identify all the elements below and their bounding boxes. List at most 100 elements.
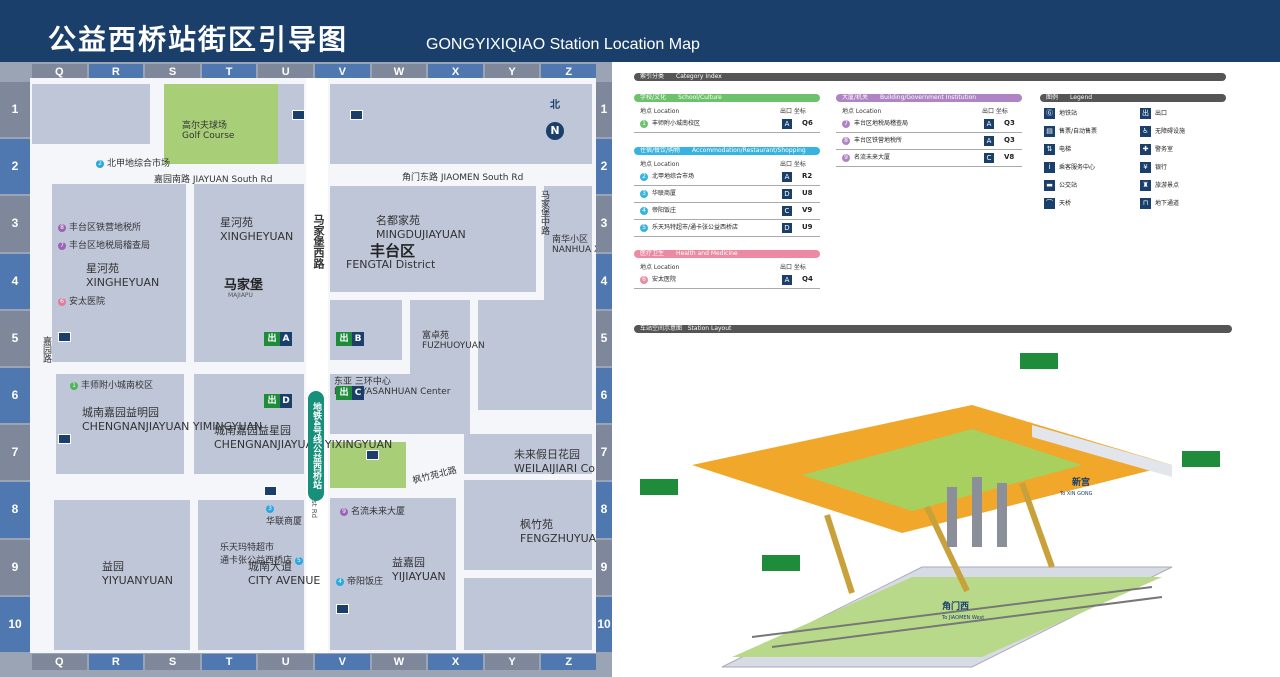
ticket-icon: ▤ (1044, 126, 1055, 137)
row-label: 3 (596, 196, 612, 252)
column-label: X (428, 64, 483, 80)
legend-item: Ⓖ 地铁站 (1044, 108, 1077, 119)
column-label: Q (32, 64, 87, 80)
exit-letter: A (782, 275, 792, 285)
column-label: T (201, 654, 257, 670)
place-name: 华联商厦 (652, 190, 677, 197)
row-label: 2 (596, 139, 612, 195)
index-number: 8 (842, 137, 850, 145)
exit-letter: A (782, 119, 792, 129)
stairway (924, 505, 970, 593)
bus-icon: ▬ (1044, 180, 1055, 191)
block-chengnan-xing (194, 374, 304, 474)
title-chinese: 公益西桥站街区引导图 (48, 23, 349, 56)
grid-ref: Q3 (1004, 119, 1015, 127)
bus-stop-icon (350, 110, 363, 120)
block-u1 (278, 84, 304, 164)
grid-ref: Q3 (1004, 136, 1015, 144)
legend-label: 天桥 (1059, 200, 1072, 207)
jiayuan-rd-label: 嘉园路 (41, 336, 51, 363)
legend-item: ▬公交站 (1044, 180, 1077, 191)
district-label: 丰台区 (370, 242, 416, 260)
row-label: 6 (0, 368, 30, 424)
service-icon: i (1044, 162, 1055, 173)
column-label: R (88, 654, 144, 670)
row-label: 10 (596, 596, 612, 652)
block-v5 (330, 300, 402, 360)
index-number: 4 (640, 207, 648, 215)
title-english: GONGYIXIQIAO Station Location Map (426, 36, 700, 53)
column-label: T (201, 64, 257, 80)
column-headers: 地点 Location (640, 161, 680, 168)
legend-item: ✚警务室 (1140, 144, 1173, 155)
exit-grid-headers: 出口 坐标 (780, 264, 806, 271)
exit-grid-headers: 出口 坐标 (780, 161, 806, 168)
north-arrow-icon: N (546, 122, 564, 140)
bus-stop-icon (292, 110, 305, 120)
station-layout-diagram: 新宫 To XIN GONG 角门西 To JIAOMEN West (640, 353, 1220, 668)
row-label: 8 (0, 482, 30, 538)
block-xinghe-west (52, 184, 186, 362)
legend-label: 地铁站 (1059, 110, 1078, 117)
index-number: 1 (640, 120, 648, 128)
block-mingdu (330, 186, 536, 292)
column-label: X (428, 654, 483, 670)
block-yiyuan (54, 500, 190, 650)
column-label: Y (484, 64, 540, 80)
legend-item: ⌒天桥 (1044, 198, 1071, 209)
block-fengzhu (464, 480, 592, 570)
stairway (824, 514, 855, 594)
block-city-avenue (198, 500, 304, 650)
majiapu-west-road-label: 马家堡西路 (312, 214, 325, 269)
block-nanhua (544, 186, 592, 306)
column-label: Z (541, 654, 596, 670)
exit-letter: C (984, 153, 994, 163)
layout-exit-markers (640, 353, 1220, 571)
index-number: 6 (640, 276, 648, 284)
place-name: 丰台区地税局稽查局 (854, 120, 909, 127)
track-rail (771, 596, 1163, 648)
legend-label: 地下通道 (1155, 200, 1180, 207)
legend-label: 银行 (1155, 164, 1168, 171)
index-number: 7 (842, 120, 850, 128)
layout-exit-d (640, 479, 678, 495)
place-name: 名流未来大厦 (854, 154, 891, 161)
column-headers: 地点 Location (640, 264, 680, 271)
grid-ref: R2 (802, 172, 813, 180)
column-headers: 地点 Location (640, 108, 680, 115)
row-label: 9 (0, 539, 30, 595)
place-name: 安太医院 (652, 276, 677, 283)
legend-label: 售票/自动售票 (1059, 128, 1098, 135)
legend-item: 出出口 (1140, 108, 1167, 119)
concourse-green (802, 429, 1082, 511)
station-platforms (692, 405, 1173, 668)
legend-item: ♿无障碍设施 (1140, 126, 1185, 137)
layout-exit-b (1182, 451, 1220, 467)
exit-letter: C (782, 206, 792, 216)
place-name: 北甲地综合市场 (652, 173, 695, 180)
subway-icon: Ⓖ (1044, 108, 1055, 119)
row-label: 6 (596, 368, 612, 424)
to-jiaomenxi-label: 角门西 (942, 600, 969, 612)
row-label: 3 (0, 196, 30, 252)
column (972, 477, 982, 547)
track-rail (751, 586, 1153, 638)
column-label: W (371, 64, 427, 80)
tourist-icon: ♜ (1140, 180, 1151, 191)
column-label: S (145, 64, 200, 80)
row-label: 2 (0, 139, 30, 195)
concourse-edge (1032, 425, 1172, 477)
jiayuan-road-label: 嘉园南路 JIAYUAN South Rd (154, 175, 273, 185)
block-x10 (464, 578, 592, 650)
